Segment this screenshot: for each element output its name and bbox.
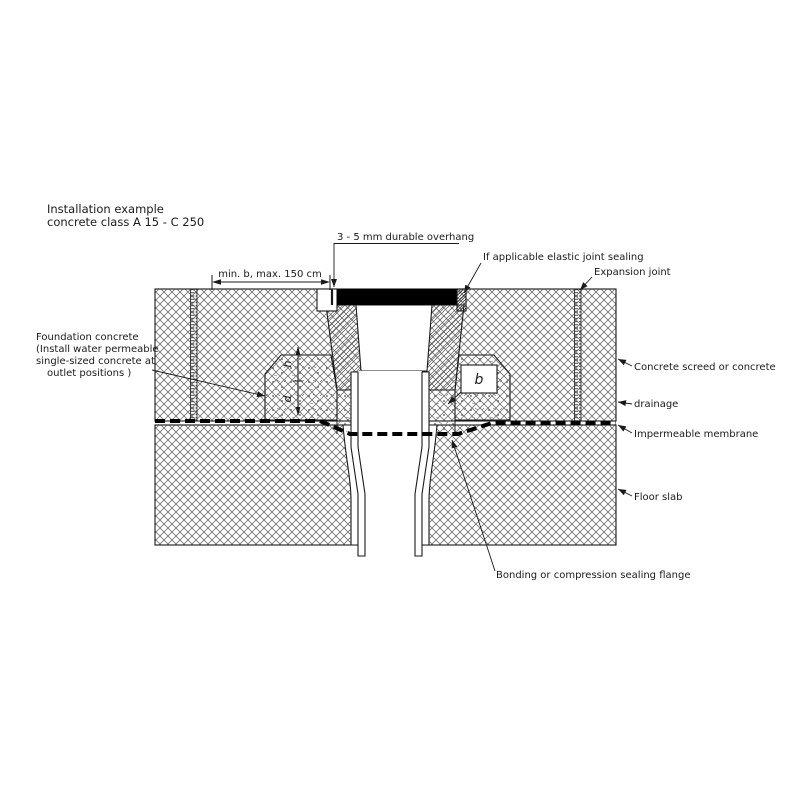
screed-leader: [617, 358, 633, 367]
sealing-flange-label: Bonding or compression sealing flange: [496, 570, 690, 581]
foundation-label-line2: (Install water permeable: [36, 344, 159, 355]
dim-h-label: h: [281, 360, 294, 367]
foundation-label-line1: Foundation concrete: [36, 332, 139, 343]
expansion-joint-leader: [579, 276, 593, 291]
expansion-joint-left: [190, 288, 198, 422]
dim-arrow-left: [212, 279, 221, 285]
top-dimension-label: min. b, max. 150 cm: [218, 269, 322, 280]
foundation-concrete-left: [264, 354, 338, 421]
grating: [337, 289, 457, 305]
floor-slab-label: Floor slab: [634, 492, 683, 503]
impermeable-membrane-label: Impermeable membrane: [634, 429, 758, 440]
pipe-interior: [358, 371, 422, 557]
dim-arrow-down: [295, 407, 301, 416]
expansion-joint-right: [574, 288, 582, 422]
membrane-leader: [617, 424, 633, 434]
elastic-joint-label: If applicable elastic joint sealing: [483, 252, 644, 263]
outlet-pipe-wall-left: [350, 371, 366, 557]
overhang-label: 3 - 5 mm durable overhang: [337, 232, 474, 243]
foundation-label-line4: outlet positions ): [47, 368, 131, 379]
expansion-joint-label: Expansion joint: [594, 267, 671, 278]
drawing-title-line1: Installation example: [47, 202, 164, 216]
elastic-joint-leader: [463, 262, 482, 294]
outlet-pipe-wall-right: [414, 371, 430, 557]
dim-d-label: d: [281, 394, 294, 402]
foundation-leader: [151, 369, 266, 398]
foundation-label-line3: single-sized concrete at: [36, 356, 155, 367]
drawing-title-line2: concrete class A 15 - C 250: [47, 215, 204, 229]
drain-channel-interior: [355, 304, 433, 372]
impermeable-membrane-line: [155, 419, 616, 436]
dim-b-leader: [447, 391, 462, 405]
flange-leader: [451, 439, 496, 572]
overhang-leader: [331, 243, 340, 287]
elastic-joint-seal: [456, 288, 467, 312]
drainage-label: drainage: [634, 399, 678, 410]
floor-slab-leader: [617, 488, 633, 497]
dim-b-label: b: [475, 372, 484, 388]
grate-frame-left: [316, 288, 338, 312]
dim-b-box: [460, 364, 498, 394]
dim-arrow-right: [321, 279, 330, 285]
drainage-leader: [617, 400, 633, 407]
concrete-screed-label: Concrete screed or concrete: [634, 362, 776, 373]
dim-arrow-up: [295, 346, 301, 355]
